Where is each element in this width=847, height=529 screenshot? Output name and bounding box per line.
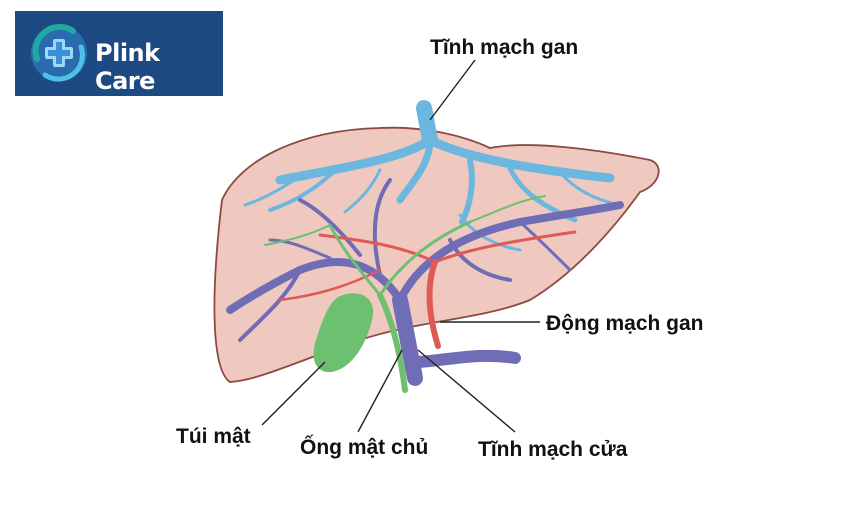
brand-name: Plink Care	[95, 39, 160, 95]
label-common-bile-duct: Ống mật chủ	[300, 436, 429, 459]
bile-duct-branches	[264, 195, 546, 393]
label-hepatic-artery: Động mạch gan	[546, 312, 704, 335]
portal-vein-branches	[226, 178, 624, 386]
label-hepatic-vein: Tĩnh mạch gan	[430, 36, 579, 59]
label-gallbladder: Túi mật	[176, 425, 251, 448]
label-portal-vein: Tĩnh mạch cửa	[478, 438, 628, 461]
brand-logo: Plink Care	[15, 11, 223, 96]
hepatic-artery-branches	[278, 230, 577, 349]
leader-lines	[261, 59, 540, 433]
gallbladder-shape	[313, 293, 374, 373]
hepatic-vein-branches	[243, 100, 622, 252]
medical-cross-icon	[31, 23, 87, 82]
